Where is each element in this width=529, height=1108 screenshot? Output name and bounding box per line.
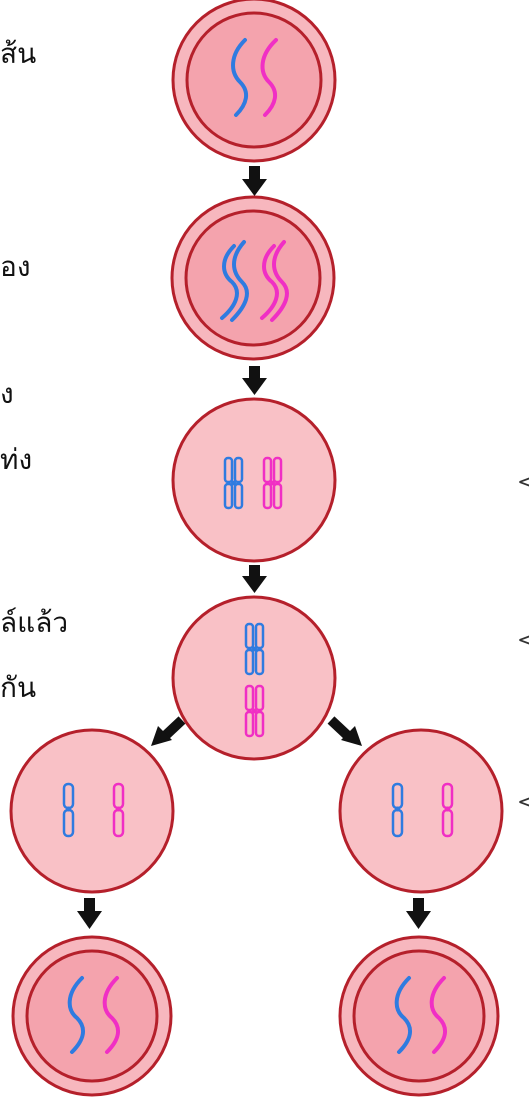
chromosome-blue bbox=[231, 38, 249, 117]
right-edge-mark-3: < bbox=[517, 790, 529, 815]
arrow-diagonal-icon bbox=[327, 716, 362, 746]
edge-text-4: ท่ง bbox=[0, 443, 33, 476]
arrow-down-icon bbox=[242, 366, 267, 395]
edge-text-1: ส้น bbox=[0, 37, 37, 70]
chromosome-x-pink bbox=[244, 684, 265, 738]
arrow-down-icon bbox=[242, 565, 267, 593]
edge-text-3: ง bbox=[0, 377, 14, 410]
arrow-down-icon bbox=[242, 166, 267, 196]
right-edge-mark-2: < bbox=[517, 628, 529, 653]
arrow-down-icon bbox=[406, 898, 431, 929]
chromosome-pink bbox=[260, 38, 278, 117]
arrow-down-icon bbox=[77, 898, 102, 929]
cell-daughter-right bbox=[338, 935, 500, 1097]
cell-prophase bbox=[170, 195, 336, 361]
right-edge-mark-1: < bbox=[517, 470, 529, 495]
cell-telophase-left bbox=[9, 728, 175, 894]
edge-text-2: อง bbox=[0, 250, 31, 283]
edge-text-6: กัน bbox=[0, 671, 37, 704]
chromosome-x-blue bbox=[223, 456, 244, 510]
chromosome-x-pink bbox=[262, 456, 283, 510]
cell-metaphase bbox=[171, 397, 337, 563]
cell-interphase bbox=[171, 0, 337, 163]
cell-telophase-right bbox=[338, 728, 504, 894]
arrow-diagonal-icon bbox=[151, 716, 186, 746]
cell-metaphase-aligned bbox=[171, 595, 337, 761]
cell-daughter-left bbox=[11, 935, 173, 1097]
edge-text-5: ล์แล้ว bbox=[0, 606, 69, 639]
chromosome-x-blue bbox=[244, 622, 265, 676]
